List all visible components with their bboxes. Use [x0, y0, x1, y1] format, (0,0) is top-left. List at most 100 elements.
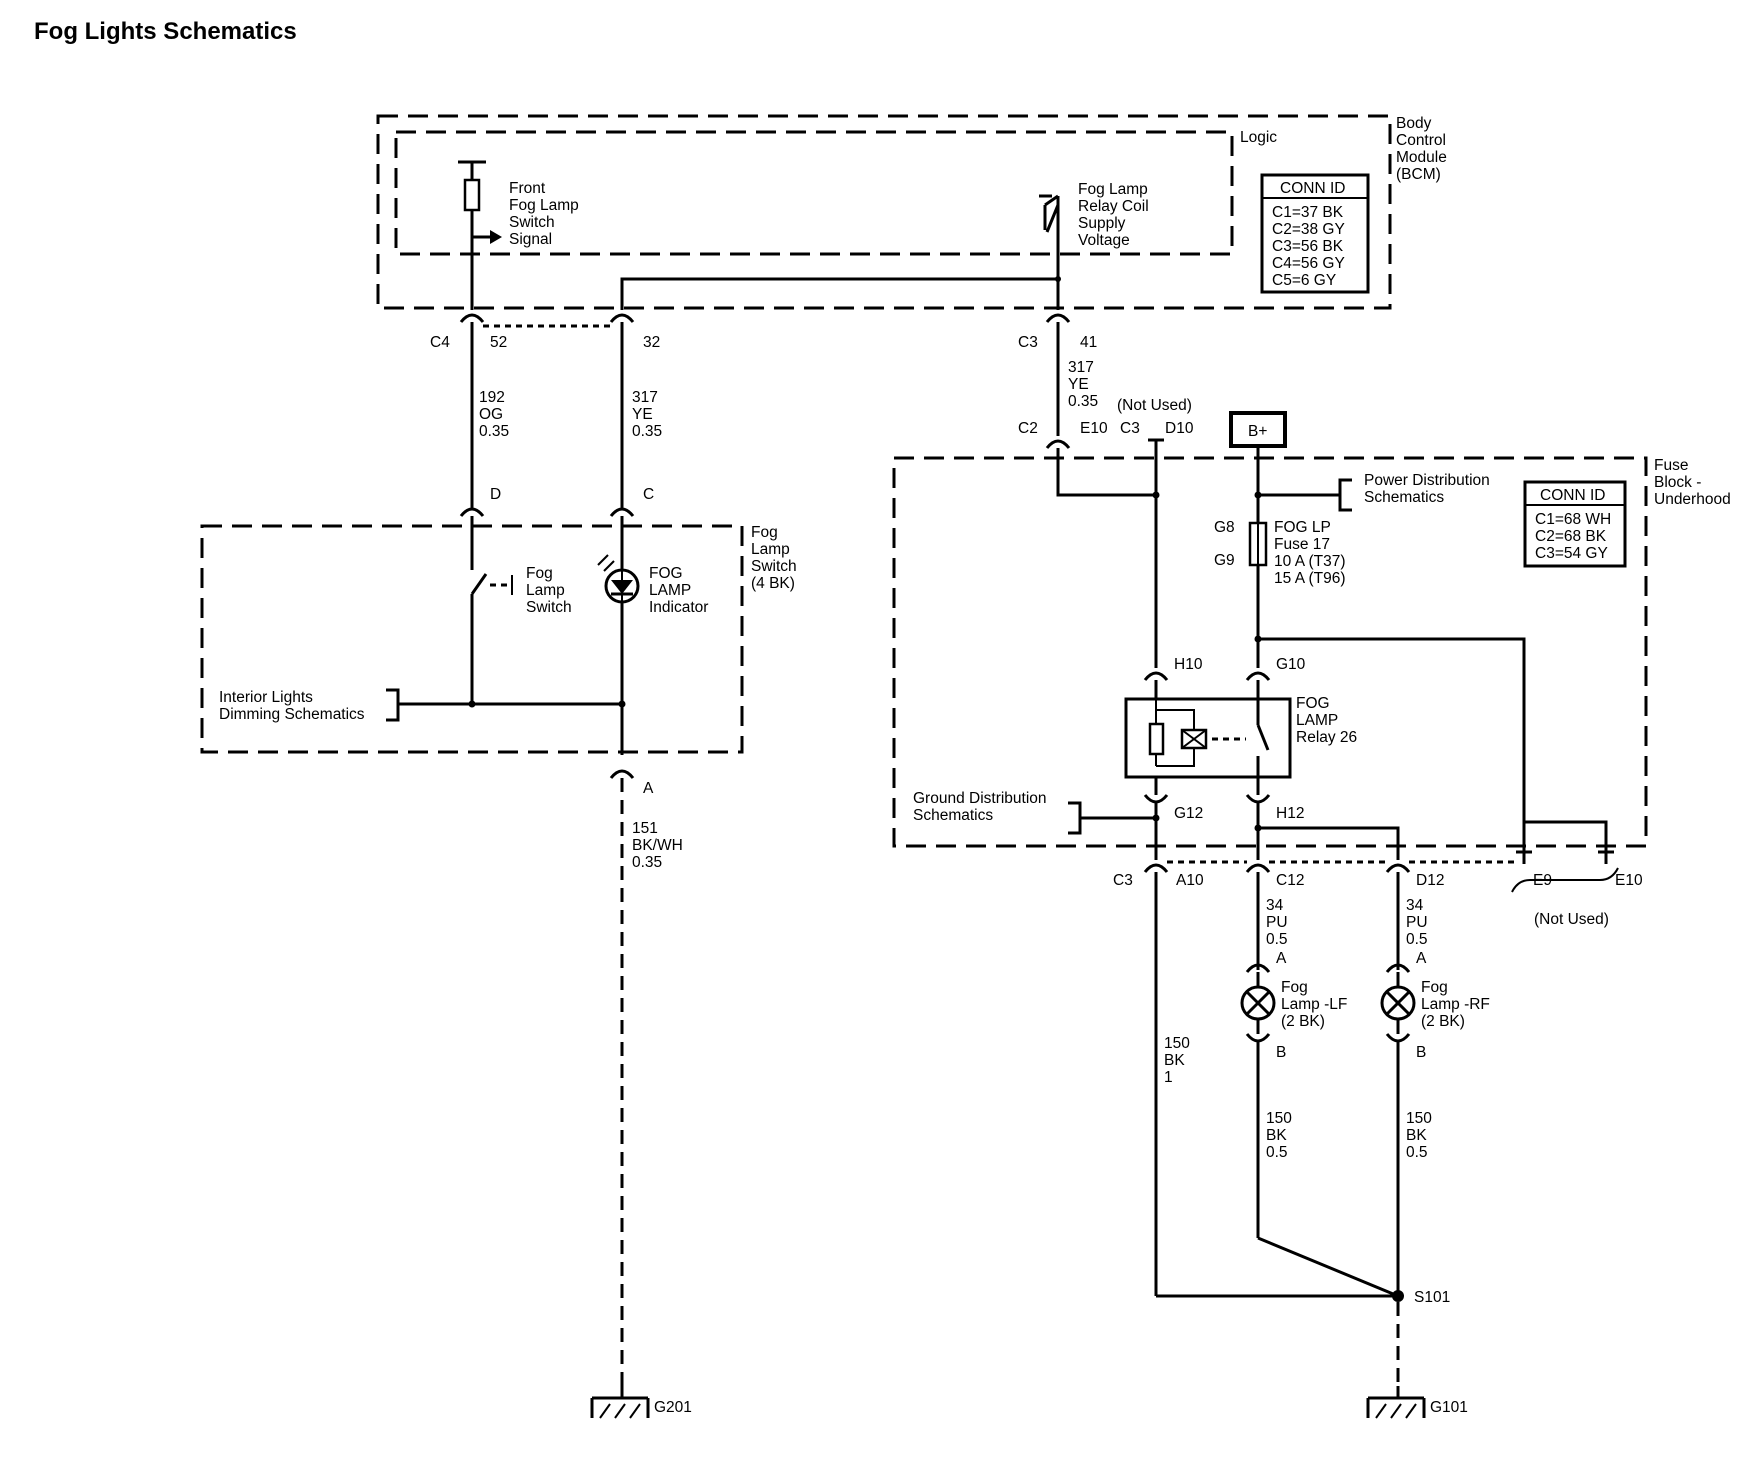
svg-text:(2 BK): (2 BK)	[1281, 1013, 1325, 1030]
fuse-label: FOG LP Fuse 17 10 A (T37) 15 A (T96)	[1274, 519, 1346, 587]
svg-text:BK: BK	[1266, 1127, 1287, 1144]
g9-label: G9	[1214, 552, 1235, 569]
svg-text:Underhood: Underhood	[1654, 491, 1731, 508]
not-used-bottom-label: (Not Used)	[1534, 911, 1609, 928]
not-used-bracket	[1511, 867, 1619, 893]
svg-text:Fog: Fog	[1281, 979, 1308, 996]
svg-text:(BCM): (BCM)	[1396, 166, 1441, 183]
svg-text:0.35: 0.35	[632, 423, 662, 440]
svg-text:PU: PU	[1406, 914, 1428, 931]
svg-text:10 A (T37): 10 A (T37)	[1274, 553, 1346, 570]
wire-c2-to-d10	[1056, 448, 1156, 497]
lamp-rf-label: Fog Lamp -RF (2 BK)	[1421, 979, 1490, 1030]
splice-s101-dot	[1392, 1290, 1404, 1302]
relay-coil-supply-label: Fog Lamp Relay Coil Supply Voltage	[1078, 181, 1149, 249]
c12-label: C12	[1276, 872, 1304, 889]
svg-text:1: 1	[1164, 1069, 1173, 1086]
g10-label: G10	[1276, 656, 1306, 673]
connector-d	[459, 507, 485, 517]
wire-317b-label: 317 YE 0.35	[1068, 359, 1098, 410]
bplus-box	[1229, 411, 1287, 448]
pin32-label: 32	[643, 334, 660, 351]
power-dist-label: Power Distribution Schematics	[1364, 472, 1490, 506]
bcm-conn-row: C5=6 GY	[1272, 272, 1336, 289]
pin-b-lf-label: B	[1276, 1044, 1286, 1061]
bcm-outline	[376, 114, 1392, 310]
svg-text:Fog: Fog	[526, 565, 553, 582]
wire-317-bcm-link	[620, 277, 1058, 310]
svg-text:Fog: Fog	[751, 524, 778, 541]
svg-text:Fog: Fog	[1421, 979, 1448, 996]
fuse-block-outline	[892, 456, 1648, 848]
relay-label: FOG LAMP Relay 26	[1296, 695, 1357, 746]
ground-g201-symbol	[590, 1386, 650, 1419]
wire-34b-label: 34 PU 0.5	[1406, 897, 1428, 948]
svg-text:Block -: Block -	[1654, 474, 1701, 491]
a10-label: A10	[1176, 872, 1204, 889]
bcm-conn-table: CONN ID C1=37 BK C2=38 GY C3=56 BK C4=56…	[1260, 173, 1370, 294]
svg-text:(2 BK): (2 BK)	[1421, 1013, 1465, 1030]
svg-text:Module: Module	[1396, 149, 1447, 166]
svg-text:Relay Coil: Relay Coil	[1078, 198, 1149, 215]
svg-text:192: 192	[479, 389, 505, 406]
g8-label: G8	[1214, 519, 1235, 536]
svg-text:PU: PU	[1266, 914, 1288, 931]
g201-label: G201	[654, 1399, 692, 1416]
fuse-block-label: Fuse Block - Underhood	[1654, 457, 1731, 508]
svg-text:(4 BK): (4 BK)	[751, 575, 795, 592]
svg-text:15 A (T96): 15 A (T96)	[1274, 570, 1346, 587]
svg-text:Lamp: Lamp	[526, 582, 565, 599]
wire-150b-label: 150 BK 0.5	[1266, 1110, 1292, 1161]
connector-c2-e10	[1045, 439, 1071, 449]
ground-dist-bracket	[1068, 801, 1156, 835]
fog-lamp-rf-symbol	[1380, 963, 1416, 1296]
svg-text:Relay 26: Relay 26	[1296, 729, 1357, 746]
fog-lamp-relay-symbol	[1124, 671, 1292, 804]
pin-a-lf-label: A	[1276, 950, 1287, 967]
connector-c	[609, 507, 635, 517]
svg-text:150: 150	[1266, 1110, 1292, 1127]
svg-text:Interior Lights: Interior Lights	[219, 689, 313, 706]
fog-lamp-switch-label: Fog Lamp Switch	[526, 565, 572, 616]
e10-label: E10	[1080, 420, 1108, 437]
svg-text:Fog Lamp: Fog Lamp	[509, 197, 579, 214]
svg-text:Signal: Signal	[509, 231, 552, 248]
svg-text:LAMP: LAMP	[649, 582, 691, 599]
svg-text:BK: BK	[1406, 1127, 1427, 1144]
svg-text:BK: BK	[1164, 1052, 1185, 1069]
interior-dimming-bracket	[386, 688, 400, 722]
svg-text:0.5: 0.5	[1406, 1144, 1428, 1161]
svg-text:Power Distribution: Power Distribution	[1364, 472, 1490, 489]
pin-a-rf-label: A	[1416, 950, 1427, 967]
svg-text:Fuse 17: Fuse 17	[1274, 536, 1330, 553]
g101-label: G101	[1430, 1399, 1468, 1416]
e9-label: E9	[1533, 872, 1552, 889]
bottom-c3-connectors	[1143, 860, 1516, 873]
svg-text:0.5: 0.5	[1406, 931, 1428, 948]
wire-h12-to-d12	[1258, 826, 1400, 860]
svg-text:Schematics: Schematics	[1364, 489, 1444, 506]
c3-pin-label: 41	[1080, 334, 1097, 351]
not-used-top-label: (Not Used)	[1117, 397, 1192, 414]
power-dist-bracket	[1258, 478, 1352, 512]
svg-text:Lamp -LF: Lamp -LF	[1281, 996, 1347, 1013]
svg-text:0.35: 0.35	[479, 423, 509, 440]
pin-d-label: D	[490, 486, 501, 503]
wire-192-label: 192 OG 0.35	[479, 389, 509, 440]
svg-text:Body: Body	[1396, 115, 1432, 132]
svg-text:Fog Lamp: Fog Lamp	[1078, 181, 1148, 198]
bplus-label: B+	[1248, 423, 1267, 440]
svg-text:Lamp -RF: Lamp -RF	[1421, 996, 1490, 1013]
svg-text:OG: OG	[479, 406, 503, 423]
svg-text:Ground Distribution: Ground Distribution	[913, 790, 1047, 807]
svg-text:YE: YE	[632, 406, 653, 423]
svg-text:YE: YE	[1068, 376, 1089, 393]
front-switch-signal-label: Front Fog Lamp Switch Signal	[509, 180, 579, 248]
bcm-conn-row: C1=37 BK	[1272, 204, 1344, 221]
bcm-conn-header: CONN ID	[1280, 180, 1345, 197]
c3c-label: C3	[1113, 872, 1133, 889]
svg-text:LAMP: LAMP	[1296, 712, 1338, 729]
connector-a	[609, 769, 635, 779]
wire-150a-label: 150 BK 1	[1164, 1035, 1190, 1086]
